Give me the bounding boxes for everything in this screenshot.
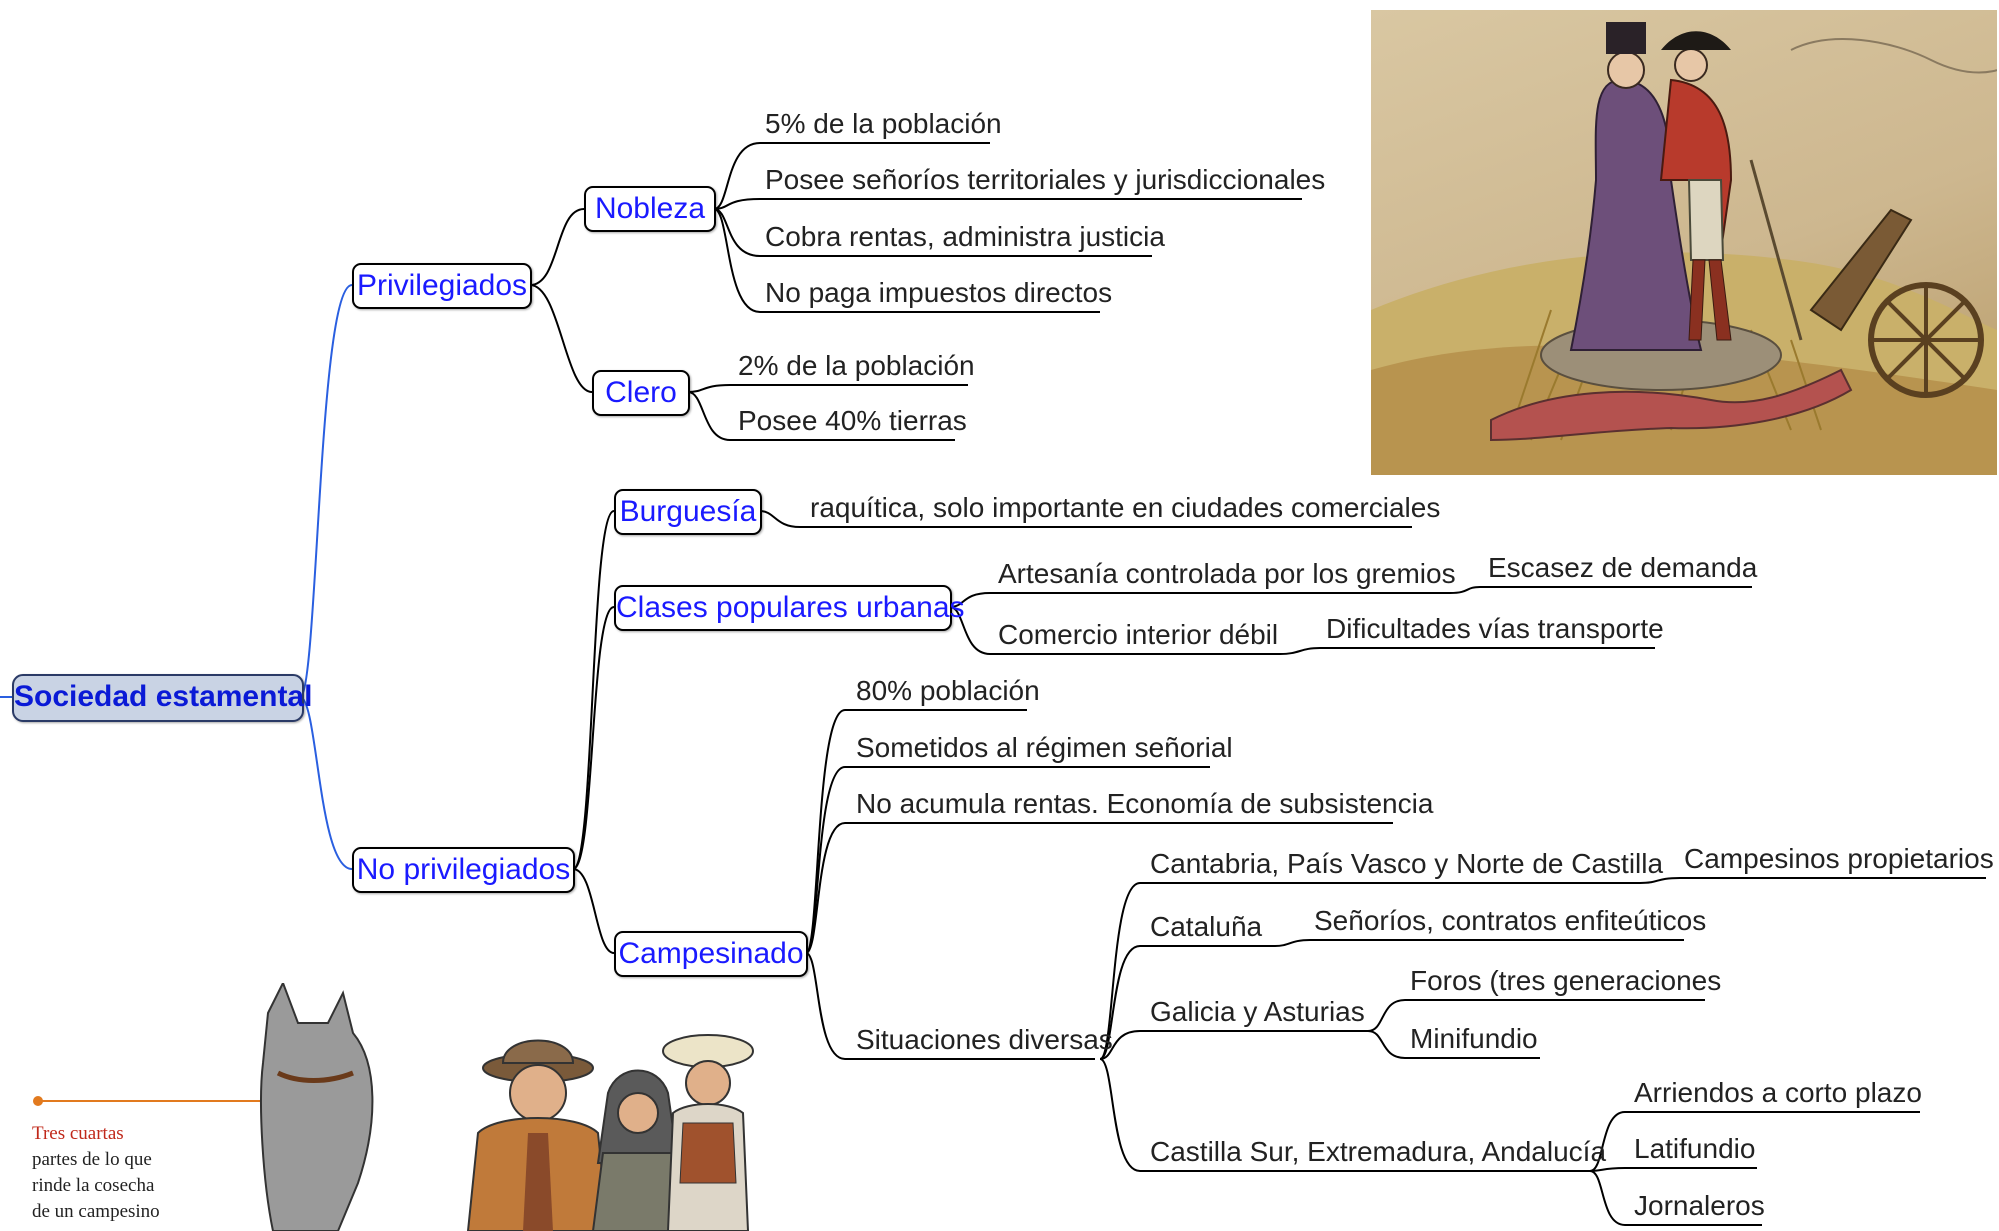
leaf-campesinado-1: 80% población (856, 675, 1040, 706)
leaf-nobleza-2: Posee señoríos territoriales y jurisdicc… (765, 164, 1326, 195)
caption-line-4: de un campesino (32, 1201, 160, 1222)
leaf-burguesia-1: raquítica, solo importante en ciudades c… (810, 492, 1441, 523)
leaf-dificultades: Dificultades vías transporte (1326, 613, 1664, 644)
peasant-illustration: Tres cuartas partes de lo que rinde la c… (8, 983, 800, 1231)
caption-line-2: partes de lo que (32, 1149, 152, 1170)
leaf-senorios-contratos: Señoríos, contratos enfiteúticos (1314, 905, 1707, 936)
leaf-nobleza-4: No paga impuestos directos (765, 277, 1113, 308)
leaf-campesinos-propietarios: Campesinos propietarios (1684, 843, 1994, 874)
leaf-campesinado-2: Sometidos al régimen señorial (856, 732, 1233, 763)
caption-line-1: Tres cuartas (32, 1123, 124, 1144)
leaf-clero-2: Posee 40% tierras (738, 405, 967, 436)
leaf-situaciones: Situaciones diversas (856, 1024, 1113, 1055)
engraving-drawing (1371, 22, 1997, 475)
leaf-artesania: Artesanía controlada por los gremios (998, 558, 1456, 589)
leaf-castilla-sur: Castilla Sur, Extremadura, Andalucía (1150, 1136, 1607, 1167)
leaf-minifundio: Minifundio (1410, 1023, 1538, 1054)
node-no-privilegiados[interactable]: No privilegiados (352, 847, 575, 893)
leaf-campesinado-3: No acumula rentas. Economía de subsisten… (856, 788, 1434, 819)
leaf-comercio: Comercio interior débil (998, 619, 1279, 650)
node-campesinado[interactable]: Campesinado (614, 931, 808, 977)
illustration-caption: Tres cuartas partes de lo que rinde la c… (32, 1121, 160, 1225)
leaf-jornaleros: Jornaleros (1634, 1190, 1765, 1221)
leaf-nobleza-3: Cobra rentas, administra justicia (765, 221, 1165, 252)
node-clero[interactable]: Clero (592, 370, 690, 416)
leaf-latifundio: Latifundio (1634, 1133, 1756, 1164)
leaf-nobleza-1: 5% de la población (765, 108, 1002, 139)
engraving-illustration (1371, 10, 1997, 475)
peasant-drawing (33, 983, 754, 1231)
leaf-escasez: Escasez de demanda (1488, 552, 1758, 583)
node-nobleza[interactable]: Nobleza (584, 186, 716, 232)
node-clases-populares[interactable]: Clases populares urbanas (614, 585, 965, 631)
leaf-clero-1: 2% de la población (738, 350, 975, 381)
node-privilegiados[interactable]: Privilegiados (352, 263, 532, 309)
caption-line-3: rinde la cosecha (32, 1175, 155, 1196)
root-node[interactable]: Sociedad estamental (12, 674, 312, 722)
node-burguesia[interactable]: Burguesía (614, 489, 762, 535)
leaf-foros: Foros (tres generaciones (1410, 965, 1722, 996)
leaf-cataluna: Cataluña (1150, 911, 1263, 942)
leaf-cantabria: Cantabria, País Vasco y Norte de Castill… (1150, 848, 1664, 879)
leaf-galicia: Galicia y Asturias (1150, 996, 1365, 1027)
leaf-arriendos: Arriendos a corto plazo (1634, 1077, 1922, 1108)
